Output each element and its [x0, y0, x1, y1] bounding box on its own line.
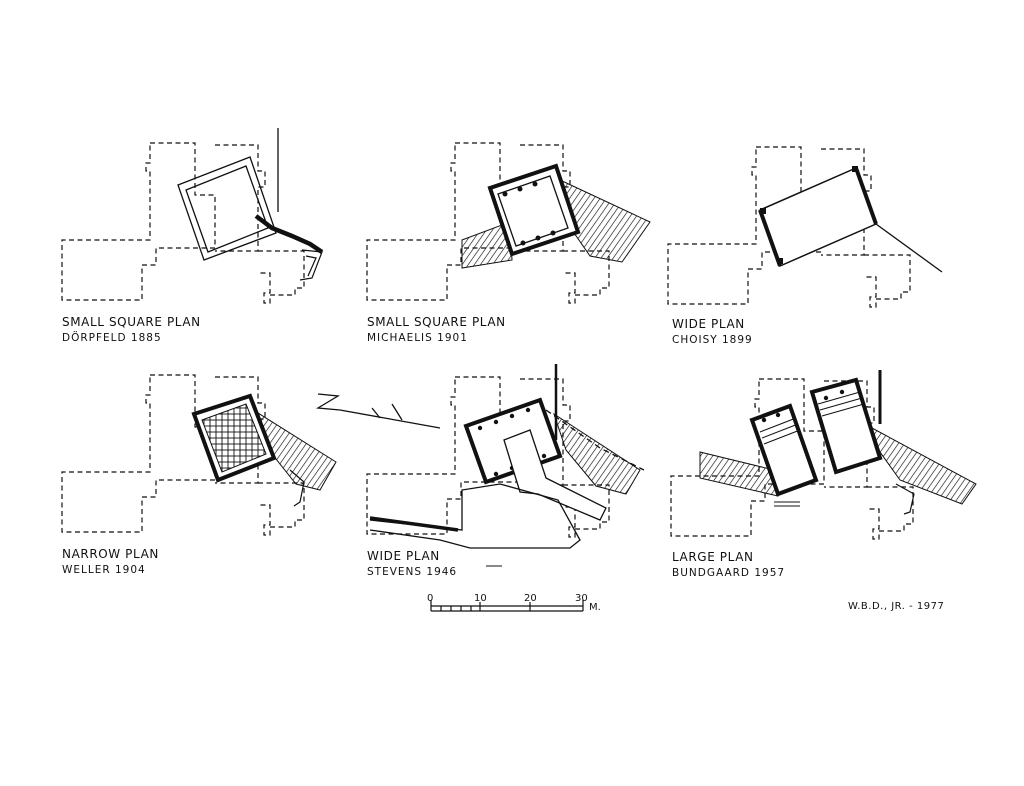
temple-east	[809, 377, 883, 475]
plan-caption-choisy: WIDE PLAN CHOISY 1899	[672, 318, 753, 346]
scale-tick-label: 0	[427, 593, 434, 604]
plan-author: WELLER 1904	[62, 564, 146, 576]
lower-terrace	[369, 483, 581, 549]
plan-title: WIDE PLAN	[367, 549, 440, 563]
retaining-hatch-west	[461, 221, 513, 269]
scale-tick-label: 10	[474, 593, 487, 604]
temple-plan	[759, 166, 877, 268]
plan-author: DÖRPFELD 1885	[62, 332, 162, 344]
plan-caption-weller: NARROW PLAN WELLER 1904	[62, 548, 159, 576]
plan-choisy	[667, 146, 943, 308]
plan-caption-michaelis: SMALL SQUARE PLAN MICHAELIS 1901	[367, 316, 506, 344]
plan-caption-stevens: WIDE PLAN STEVENS 1946	[367, 550, 457, 578]
interior-grid	[201, 403, 267, 473]
scale-bar	[430, 600, 584, 612]
plan-stevens	[315, 364, 645, 567]
temple-outline-outer	[177, 156, 277, 261]
north-arrow	[315, 393, 441, 429]
plan-title: SMALL SQUARE PLAN	[62, 315, 201, 329]
plan-author: CHOISY 1899	[672, 334, 753, 346]
retaining-hatch-east	[871, 426, 977, 505]
temple-outline-inner	[185, 165, 269, 253]
plan-michaelis	[366, 142, 651, 304]
plan-weller	[61, 374, 337, 536]
scale-tick-label: 20	[524, 593, 537, 604]
plan-dorpfeld	[61, 128, 324, 304]
plan-title: WIDE PLAN	[672, 317, 745, 331]
drafter-credit: W.B.D., JR. - 1977	[848, 601, 945, 612]
scale-unit: M.	[589, 602, 601, 613]
plan-title: SMALL SQUARE PLAN	[367, 315, 506, 329]
plan-bundgaard	[670, 370, 977, 540]
plan-author: BUNDGAARD 1957	[672, 567, 786, 579]
plan-title: NARROW PLAN	[62, 547, 159, 561]
retaining-hatch	[553, 412, 641, 495]
north-wall	[254, 214, 324, 254]
plan-caption-bundgaard: LARGE PLAN BUNDGAARD 1957	[672, 551, 785, 579]
plan-author: STEVENS 1946	[367, 566, 458, 578]
scale-tick-label: 30	[575, 593, 588, 604]
plan-caption-dorpfeld: SMALL SQUARE PLAN DÖRPFELD 1885	[62, 316, 201, 344]
plan-title: LARGE PLAN	[672, 550, 754, 564]
temple-west	[749, 403, 819, 497]
plan-author: MICHAELIS 1901	[367, 332, 468, 344]
